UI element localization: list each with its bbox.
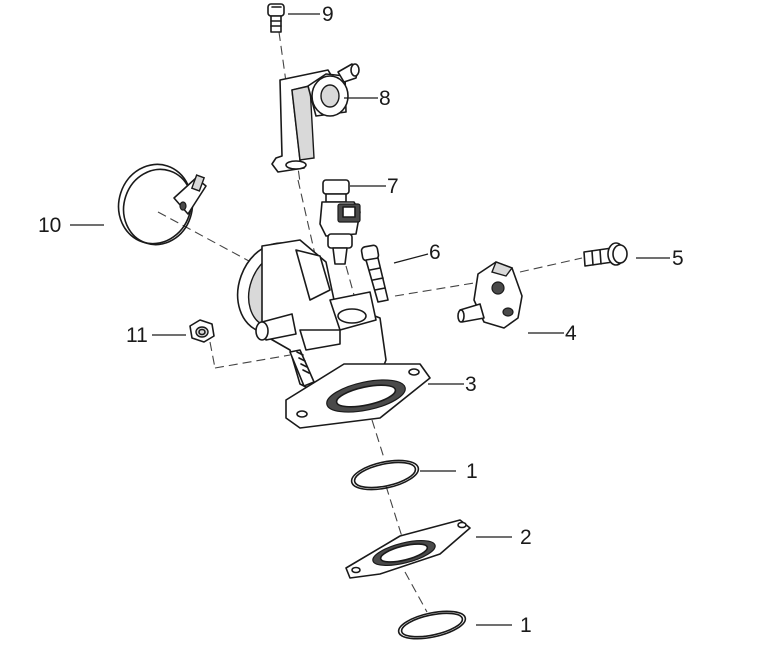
callout-8: 8 — [379, 87, 391, 110]
callout-3: 3 — [465, 373, 477, 396]
callout-1-lower: 1 — [520, 614, 532, 637]
part-7-injector — [319, 179, 361, 265]
part-11-nut — [189, 319, 215, 343]
part-5-bolt — [583, 242, 628, 267]
callout-6: 6 — [429, 241, 441, 264]
callout-5: 5 — [672, 247, 684, 270]
callout-1-upper: 1 — [466, 460, 478, 483]
callout-10: 10 — [38, 214, 62, 237]
leader-lines — [70, 13, 670, 626]
callout-7: 7 — [387, 175, 399, 198]
casting-marks — [296, 351, 310, 374]
callout-2: 2 — [520, 526, 532, 549]
part-1-o-ring-upper — [350, 459, 420, 491]
part-6-screw — [360, 244, 389, 303]
part-4-sensor — [457, 261, 523, 329]
part-9-screw — [267, 3, 285, 33]
part-10-hose-clamp — [117, 163, 207, 246]
part-2-gasket — [345, 519, 471, 579]
callout-4: 4 — [565, 322, 577, 345]
callout-9: 9 — [322, 3, 334, 26]
part-8-bracket — [271, 63, 360, 173]
part-3-throttle-body — [236, 239, 431, 429]
part-1-o-ring-lower — [397, 610, 467, 640]
callout-11: 11 — [126, 324, 148, 347]
